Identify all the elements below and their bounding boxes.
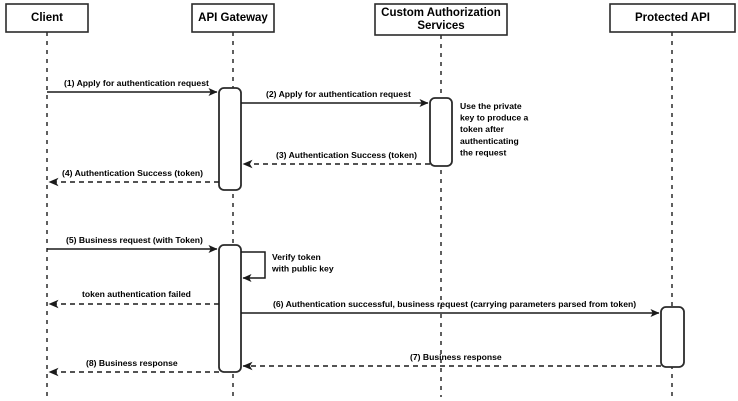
message-label-8: (8) Business response bbox=[86, 358, 178, 368]
self-message-verify-token bbox=[241, 251, 266, 282]
message-label-5: (5) Business request (with Token) bbox=[66, 235, 203, 245]
participant-label-gateway: API Gateway bbox=[198, 12, 268, 24]
activation-bar-protected bbox=[660, 306, 685, 368]
self-message-label-verify-token: Verify token bbox=[272, 252, 321, 262]
participant-label-authsvc: Custom Authorization bbox=[381, 7, 501, 19]
note-text-private-key-note: the request bbox=[460, 147, 506, 157]
message-label-6: (6) Authentication successful, business … bbox=[273, 299, 636, 309]
note-text-private-key-note: authenticating bbox=[460, 136, 519, 146]
message-label-fail: token authentication failed bbox=[82, 289, 191, 299]
participant-box-protected[interactable] bbox=[609, 3, 736, 33]
messages-group: (1) Apply for authentication request (2) … bbox=[47, 78, 661, 377]
participant-label-protected: Protected API bbox=[635, 12, 710, 24]
activation-bar-gateway bbox=[218, 87, 242, 191]
participant-label-client: Client bbox=[31, 12, 63, 24]
message-label-2: (2) Apply for authentication request bbox=[266, 89, 411, 99]
message-label-3: (3) Authentication Success (token) bbox=[276, 150, 417, 160]
activation-bar-gateway bbox=[218, 244, 242, 373]
note-text-private-key-note: token after bbox=[460, 124, 505, 134]
self-messages-group: Verify token with public key bbox=[241, 251, 334, 282]
participant-box-client[interactable] bbox=[5, 3, 89, 33]
participant-box-gateway[interactable] bbox=[191, 3, 275, 33]
self-message-label-verify-token: with public key bbox=[271, 264, 334, 274]
note-text-private-key-note: key to produce a bbox=[460, 113, 529, 123]
message-label-7: (7) Business response bbox=[410, 352, 502, 362]
activation-bar-authsvc bbox=[429, 97, 453, 167]
message-label-1: (1) Apply for authentication request bbox=[64, 78, 209, 88]
message-label-4: (4) Authentication Success (token) bbox=[62, 168, 203, 178]
participant-box-authsvc[interactable] bbox=[374, 3, 508, 36]
note-text-private-key-note: Use the private bbox=[460, 101, 522, 111]
participant-label-authsvc: Services bbox=[417, 20, 464, 32]
lifelines-group bbox=[46, 32, 673, 397]
activations-group bbox=[218, 87, 685, 373]
participant-boxes-group: Client API Gateway Custom AuthorizationSer… bbox=[5, 3, 736, 36]
